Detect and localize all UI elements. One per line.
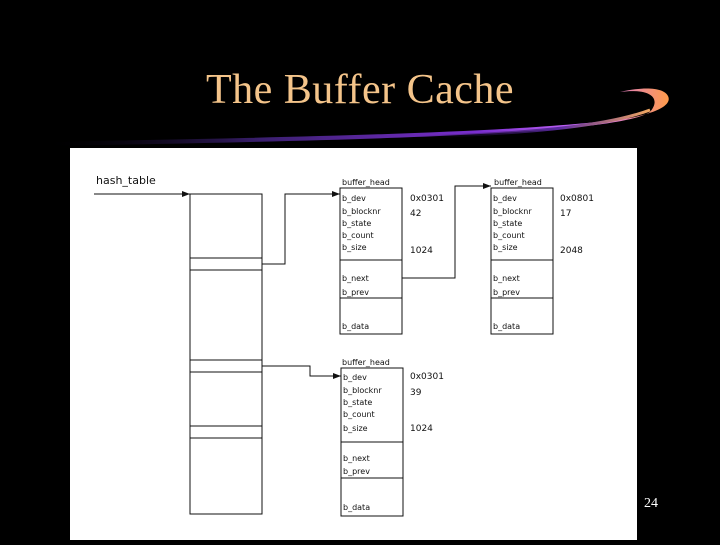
hash-table-column: [189, 193, 263, 515]
buffer-3-field-count: b_count: [343, 410, 375, 419]
buffer-head-box-2: [490, 187, 554, 335]
buffer-2-field-state: b_state: [493, 219, 522, 228]
buffer-2-link-prev: b_prev: [493, 288, 520, 297]
buffer-1-link-prev: b_prev: [342, 288, 369, 297]
buffer-cache-diagram: hash_table buffer_head b_dev b_blocknr b…: [70, 148, 637, 540]
buffer-1-field-size: b_size: [342, 243, 367, 252]
buffer-3-data: b_data: [343, 503, 370, 512]
buffer-3-link-prev: b_prev: [343, 467, 370, 476]
buffer-2-field-blocknr: b_blocknr: [493, 207, 532, 216]
buffer-3-value-blocknr: 39: [410, 388, 422, 398]
slide-title: The Buffer Cache: [205, 67, 515, 113]
buffer-1-data: b_data: [342, 322, 369, 331]
buffer-3-value-size: 1024: [410, 424, 433, 434]
buffer-1-link-next: b_next: [342, 274, 369, 283]
buffer-3-field-state: b_state: [343, 398, 372, 407]
buffer-1-field-blocknr: b_blocknr: [342, 207, 381, 216]
buffer-3-header: buffer_head: [342, 358, 390, 367]
buffer-2-field-dev: b_dev: [493, 194, 517, 203]
page-number: 24: [644, 496, 658, 511]
buffer-2-value-blocknr: 17: [560, 209, 571, 219]
title-underline-swoosh: [40, 88, 669, 146]
buffer-2-link-next: b_next: [493, 274, 520, 283]
buffer-2-data: b_data: [493, 322, 520, 331]
buffer-1-value-blocknr: 42: [410, 209, 421, 219]
buffer-2-field-size: b_size: [493, 243, 518, 252]
buffer-1-field-count: b_count: [342, 231, 374, 240]
buffer-2-header: buffer_head: [494, 178, 542, 187]
hash-table-label: hash_table: [96, 174, 156, 187]
buffer-1-field-dev: b_dev: [342, 194, 366, 203]
buffer-1-value-dev: 0x0301: [410, 194, 444, 204]
buffer-2-field-count: b_count: [493, 231, 525, 240]
buffer-3-field-blocknr: b_blocknr: [343, 386, 382, 395]
buffer-1-field-state: b_state: [342, 219, 371, 228]
buffer-1-header: buffer_head: [342, 178, 390, 187]
buffer-3-field-size: b_size: [343, 424, 368, 433]
buffer-1-value-size: 1024: [410, 246, 433, 256]
buffer-head-box-1: [339, 187, 403, 335]
buffer-3-field-dev: b_dev: [343, 373, 367, 382]
buffer-2-value-dev: 0x0801: [560, 194, 594, 204]
diagram-canvas: hash_table buffer_head b_dev b_blocknr b…: [94, 174, 594, 517]
buffer-3-link-next: b_next: [343, 454, 370, 463]
buffer-2-value-size: 2048: [560, 246, 583, 256]
buffer-3-value-dev: 0x0301: [410, 372, 444, 382]
